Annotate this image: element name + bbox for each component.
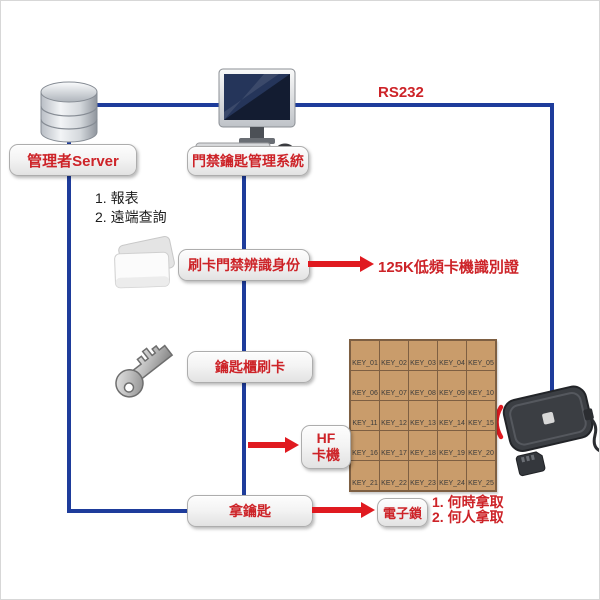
key-slot: KEY_01 — [351, 341, 379, 370]
arrow-shaft — [248, 442, 285, 448]
key-slot: KEY_20 — [467, 431, 495, 460]
key-slot: KEY_14 — [438, 401, 466, 430]
key-slot: KEY_06 — [351, 371, 379, 400]
key-slot: KEY_10 — [467, 371, 495, 400]
key-slot: KEY_11 — [351, 401, 379, 430]
connector-right-vertical — [550, 103, 554, 393]
arrow-to-lock — [312, 502, 375, 518]
system-node: 門禁鑰匙管理系統 — [187, 146, 309, 176]
report-note-2: 2. 遠端查詢 — [95, 209, 167, 225]
lock-note-1: 1. 何時拿取 — [432, 494, 504, 510]
key-slot: KEY_08 — [409, 371, 437, 400]
cabinet-swipe-node: 鑰匙櫃刷卡 — [187, 351, 313, 383]
key-slot: KEY_22 — [380, 461, 408, 490]
arrow-to-hf — [248, 437, 299, 453]
reader-125k-label: 125K低頻卡機識別證 — [378, 259, 519, 276]
key-icon — [115, 344, 174, 398]
connector-top-horizontal — [94, 103, 554, 107]
database-icon — [40, 81, 98, 143]
swipe-identify-node: 刷卡門禁辨識身份 — [178, 249, 310, 281]
arrow-to-125k — [308, 256, 374, 272]
arrow-shaft — [312, 507, 361, 513]
electronic-lock-node: 電子鎖 — [377, 498, 428, 527]
key-slot: KEY_03 — [409, 341, 437, 370]
key-slot: KEY_07 — [380, 371, 408, 400]
key-slot: KEY_15 — [467, 401, 495, 430]
key-slot: KEY_19 — [438, 431, 466, 460]
key-slot: KEY_04 — [438, 341, 466, 370]
key-slot: KEY_12 — [380, 401, 408, 430]
rs232-label: RS232 — [378, 84, 424, 101]
key-slot: KEY_05 — [467, 341, 495, 370]
arrow-shaft — [308, 261, 360, 267]
hf-label-line1: HF — [316, 429, 336, 446]
lock-notes: 1. 何時拿取 2. 何人拿取 — [432, 495, 504, 525]
key-slot: KEY_02 — [380, 341, 408, 370]
connector-bottom-horizontal — [67, 509, 191, 513]
id-cards-icon — [114, 236, 175, 289]
hf-label-line2: 卡機 — [312, 447, 340, 463]
key-slot: KEY_24 — [438, 461, 466, 490]
key-slot: KEY_09 — [438, 371, 466, 400]
connector-center-vertical — [242, 156, 246, 497]
key-slot: KEY_23 — [409, 461, 437, 490]
key-slot: KEY_21 — [351, 461, 379, 490]
lock-note-2: 2. 何人拿取 — [432, 509, 504, 525]
take-key-node: 拿鑰匙 — [187, 495, 313, 527]
connector-left-vertical — [67, 133, 71, 513]
arrow-head — [360, 256, 374, 272]
key-slot: KEY_17 — [380, 431, 408, 460]
report-note-1: 1. 報表 — [95, 190, 139, 206]
hf-reader-node: HF 卡機 — [301, 425, 351, 469]
key-slot: KEY_25 — [467, 461, 495, 490]
server-node: 管理者Server — [9, 144, 137, 176]
key-slot: KEY_16 — [351, 431, 379, 460]
key-slot: KEY_18 — [409, 431, 437, 460]
rfid-reader-icon — [485, 385, 599, 477]
arrow-head — [361, 502, 375, 518]
key-slot: KEY_13 — [409, 401, 437, 430]
arrow-head — [285, 437, 299, 453]
report-notes: 1. 報表 2. 遠端查詢 — [95, 189, 167, 227]
sd-card-icon — [515, 451, 546, 477]
